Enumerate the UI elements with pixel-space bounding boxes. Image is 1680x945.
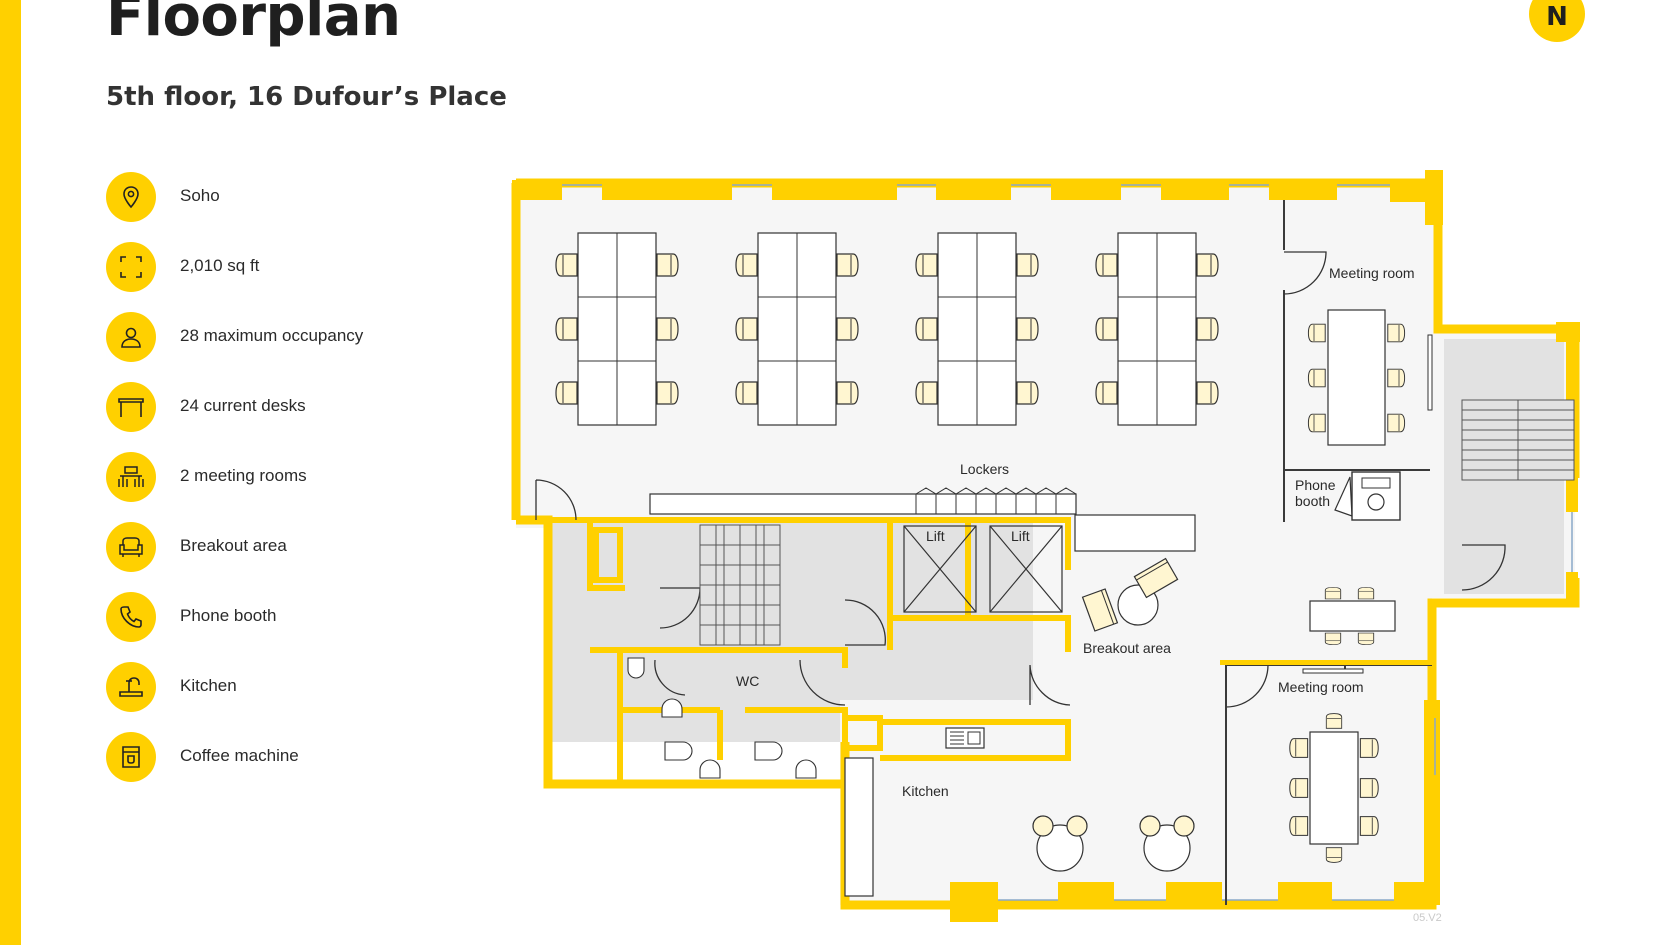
desk-cluster-4 <box>1095 232 1219 426</box>
version-label: 05.V2 <box>1413 912 1442 924</box>
legend-label: Soho <box>180 186 220 205</box>
meeting-table-icon <box>106 452 156 502</box>
legend-item-coffee: Coffee machine <box>106 732 426 782</box>
legend-item-phone-booth: Phone booth <box>106 592 426 642</box>
sofa-icon <box>106 522 156 572</box>
wc-fixtures <box>627 657 817 779</box>
window-piers <box>512 170 1580 922</box>
accent-sidebar <box>0 0 21 945</box>
meeting-room-top-walls <box>1283 200 1430 522</box>
high-table <box>1309 586 1396 646</box>
coffee-machine-icon <box>106 732 156 782</box>
phone-icon <box>106 592 156 642</box>
desk-cluster-3 <box>915 232 1039 426</box>
legend-item-area: 2,010 sq ft <box>106 242 426 292</box>
legend-label: 2,010 sq ft <box>180 256 260 275</box>
legend-label: Kitchen <box>180 676 237 695</box>
location-pin-icon <box>106 172 156 222</box>
legend-label: Breakout area <box>180 536 287 555</box>
label-lift-2: Lift <box>1011 528 1030 544</box>
desk-icon <box>106 382 156 432</box>
label-phone-booth-2: booth <box>1295 493 1330 509</box>
page-title: Floorplan <box>106 0 401 49</box>
legend-item-meeting-rooms: 2 meeting rooms <box>106 452 426 502</box>
breakout-furniture <box>1074 514 1196 632</box>
legend-label: Phone booth <box>180 606 277 625</box>
label-meeting-room-top: Meeting room <box>1329 265 1415 281</box>
desk-cluster-2 <box>735 232 859 426</box>
person-icon <box>106 312 156 362</box>
label-kitchen: Kitchen <box>902 783 949 799</box>
north-label: N <box>1546 2 1568 32</box>
label-lift-1: Lift <box>926 528 945 544</box>
stairs-core <box>699 524 781 646</box>
floor-area <box>516 183 1575 905</box>
legend-label: 2 meeting rooms <box>180 466 307 485</box>
meeting-room-bottom-sill <box>1220 660 1432 665</box>
legend-label: 28 maximum occupancy <box>180 326 364 345</box>
page-subtitle: 5th floor, 16 Dufour’s Place <box>106 82 507 112</box>
legend-label: Coffee machine <box>180 746 299 765</box>
phone-booth <box>1334 471 1401 521</box>
legend-label: 24 current desks <box>180 396 306 415</box>
windows <box>562 184 1573 901</box>
legend-item-breakout: Breakout area <box>106 522 426 572</box>
label-phone-booth-1: Phone <box>1295 477 1336 493</box>
label-wc: WC <box>736 673 759 689</box>
legend-item-kitchen: Kitchen <box>106 662 426 712</box>
lockers <box>649 487 1077 515</box>
tap-icon <box>106 662 156 712</box>
legend-item-location: Soho <box>106 172 426 222</box>
desk-clusters <box>555 232 1219 426</box>
north-badge: N <box>1529 0 1585 42</box>
meeting-table-top <box>1307 309 1433 446</box>
label-meeting-room-bottom: Meeting room <box>1278 679 1364 695</box>
stairs-right <box>1461 399 1575 481</box>
area-icon <box>106 242 156 292</box>
label-lockers: Lockers <box>960 461 1009 477</box>
kitchen-furniture <box>844 727 1199 897</box>
legend-item-desks: 24 current desks <box>106 382 426 432</box>
core-walls <box>531 517 1071 784</box>
desk-cluster-1 <box>555 232 679 426</box>
meeting-table-bottom <box>1289 668 1379 863</box>
legend-item-occupancy: 28 maximum occupancy <box>106 312 426 362</box>
label-breakout-area: Breakout area <box>1083 640 1171 656</box>
lifts <box>903 525 1063 613</box>
